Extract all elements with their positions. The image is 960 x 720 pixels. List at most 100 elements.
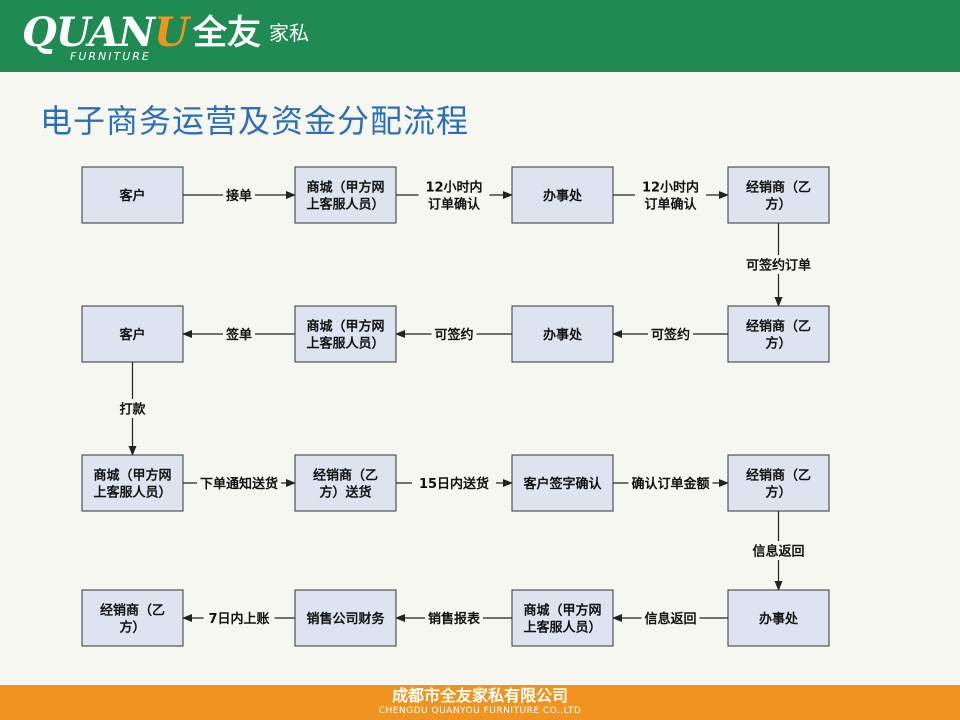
flow-node-box — [81, 454, 184, 512]
flow-edge-label: 打款 — [119, 402, 146, 418]
flow-node-box — [511, 305, 614, 363]
flow-node-label: 商城（甲方网 — [523, 603, 601, 619]
logo-furniture: FURNITURE — [70, 50, 151, 63]
flow-node-box — [294, 305, 397, 363]
flow-node-label: 经销商（乙 — [100, 603, 165, 619]
flow-edge-label-bg — [223, 324, 255, 344]
flow-edge-r3c1-r3c2: 下单通知送货 — [183, 473, 296, 493]
flow-edge-label: 订单确认 — [428, 197, 481, 213]
flow-edge-label-bg — [628, 473, 713, 493]
flow-edge-label-bg — [425, 608, 483, 628]
flow-node-label: 销售公司财务 — [306, 611, 385, 627]
flow-node-label: 方） — [119, 620, 145, 636]
flow-edge-r2c3-r2c2: 可签约 — [395, 324, 512, 344]
flow-edge-r1c4-r2c4: 可签约订单 — [743, 223, 814, 307]
flow-edge-r3c4-r4c4: 信息返回 — [749, 511, 808, 591]
header-bar: QUAN U 全友 家私 FURNITURE — [0, 0, 960, 72]
flow-edge-label: 接单 — [226, 188, 252, 204]
logo-latin: QUAN — [22, 9, 155, 56]
flow-node-label: 方） — [765, 336, 791, 352]
flow-node-label: 办事处 — [543, 327, 583, 343]
flow-edge-label: 可签约 — [651, 327, 690, 343]
flow-node-label: 方） — [765, 485, 791, 501]
flow-edge-label: 信息返回 — [752, 544, 804, 560]
flow-edge-label: 7日内上账 — [208, 611, 269, 627]
flow-node-r2c4: 经销商（乙方） — [727, 305, 830, 363]
flow-node-label: 方）送货 — [319, 485, 371, 501]
flow-node-label: 商城（甲方网 — [93, 468, 171, 484]
flow-node-r3c2: 经销商（乙方）送货 — [294, 454, 397, 512]
flow-edge-label: 12小时内 — [425, 180, 482, 196]
flow-node-box — [727, 166, 830, 224]
flow-edge-label: 签单 — [225, 327, 252, 343]
flow-edge-r2c1-r3c1: 打款 — [116, 362, 149, 456]
flow-node-label: 上客服人员） — [306, 336, 384, 352]
flow-node-label: 上客服人员） — [306, 197, 384, 213]
footer-company-cn: 成都市全友家私有限公司 — [391, 686, 568, 705]
flow-node-box — [511, 454, 614, 512]
flow-edge-label-bg — [648, 324, 693, 344]
flow-node-box — [727, 454, 830, 512]
flow-edge-r3c2-r3c3: 15日内送货 — [396, 473, 513, 493]
flow-edge-r4c3-r4c2: 销售报表 — [395, 608, 512, 628]
logo-chinese: 全友 — [192, 13, 261, 53]
flow-node-label: 经销商（乙 — [746, 319, 811, 335]
flow-edge-label: 销售报表 — [428, 611, 481, 627]
flow-node-box — [727, 305, 830, 363]
flow-node-label: 商城（甲方网 — [306, 319, 384, 335]
flow-node-box — [511, 166, 614, 224]
flow-edge-label: 可签约 — [434, 327, 473, 343]
brand-logo: QUAN U 全友 家私 FURNITURE — [22, 10, 309, 64]
flow-node-box — [727, 589, 830, 647]
flow-edge-label-bg — [116, 399, 149, 418]
flow-edge-label-bg — [203, 608, 275, 628]
flow-edge-label-bg — [418, 177, 490, 213]
flow-node-r4c2: 销售公司财务 — [294, 589, 397, 647]
flow-edge-label: 订单确认 — [644, 197, 697, 213]
flow-node-label: 办事处 — [759, 611, 799, 627]
flow-node-label: 上客服人员） — [93, 485, 171, 501]
flow-edge-label: 确认订单金额 — [631, 476, 709, 492]
flow-node-box — [294, 166, 397, 224]
flow-edge-label: 信息返回 — [644, 611, 696, 627]
flow-node-r1c3: 办事处 — [511, 166, 614, 224]
flow-node-label: 客户签字确认 — [523, 476, 602, 492]
flow-node-label: 经销商（乙 — [746, 468, 811, 484]
flow-node-label: 客户 — [119, 327, 145, 343]
flow-node-label: 商城（甲方网 — [306, 180, 384, 196]
flow-node-label: 方） — [765, 197, 791, 213]
flow-edge-label-bg — [641, 608, 700, 628]
flow-node-label: 客户 — [119, 188, 145, 204]
flow-edge-r1c1-r1c2: 接单 — [183, 185, 296, 205]
flow-edge-label-bg — [749, 541, 808, 560]
flow-node-r4c4: 办事处 — [727, 589, 830, 647]
flow-node-box — [294, 454, 397, 512]
flow-node-label: 上客服人员） — [523, 620, 601, 636]
flow-edge-r4c2-r4c1: 7日内上账 — [182, 608, 295, 628]
flow-node-box — [81, 305, 184, 363]
flow-node-r3c4: 经销商（乙方） — [727, 454, 830, 512]
flow-node-box — [81, 589, 184, 647]
flow-node-box — [511, 589, 614, 647]
flow-edge-label-bg — [223, 185, 255, 205]
flow-node-r1c1: 客户 — [81, 166, 184, 224]
flow-node-r1c4: 经销商（乙方） — [727, 166, 830, 224]
flow-edge-label: 下单通知送货 — [200, 476, 278, 492]
flow-node-r4c1: 经销商（乙方） — [81, 589, 184, 647]
flow-edge-label-bg — [635, 177, 706, 213]
flow-edge-r3c3-r3c4: 确认订单金额 — [613, 473, 729, 493]
flow-node-box — [294, 589, 397, 647]
logo-chinese-small: 家私 — [268, 21, 309, 45]
footer-bar: 成都市全友家私有限公司 CHENGDU QUANYOU FURNITURE CO… — [0, 685, 960, 720]
logo-u-mark: U — [154, 9, 189, 56]
flow-node-label: 办事处 — [543, 188, 583, 204]
flow-node-label: 经销商（乙 — [313, 468, 378, 484]
flow-node-box — [81, 166, 184, 224]
